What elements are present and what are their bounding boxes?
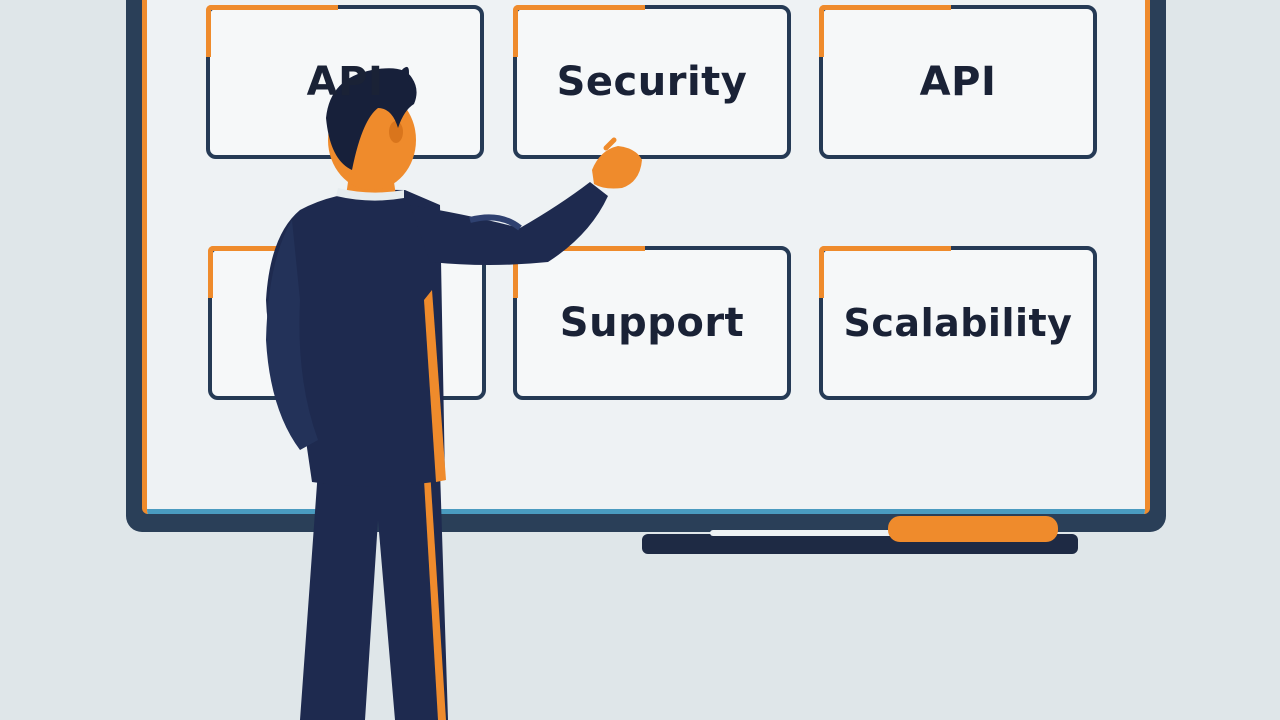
card-security: Security [513, 5, 791, 159]
orange-marker [888, 516, 1058, 542]
card-label: API [919, 59, 997, 105]
card-label: Security [556, 59, 748, 105]
card-support: Support [513, 246, 791, 400]
card-label: API [306, 59, 384, 105]
card-api-2: API [819, 5, 1097, 159]
card-label: Scalability [843, 301, 1073, 345]
card-label: Support [559, 300, 745, 346]
card-scalability: Scalability [819, 246, 1097, 400]
